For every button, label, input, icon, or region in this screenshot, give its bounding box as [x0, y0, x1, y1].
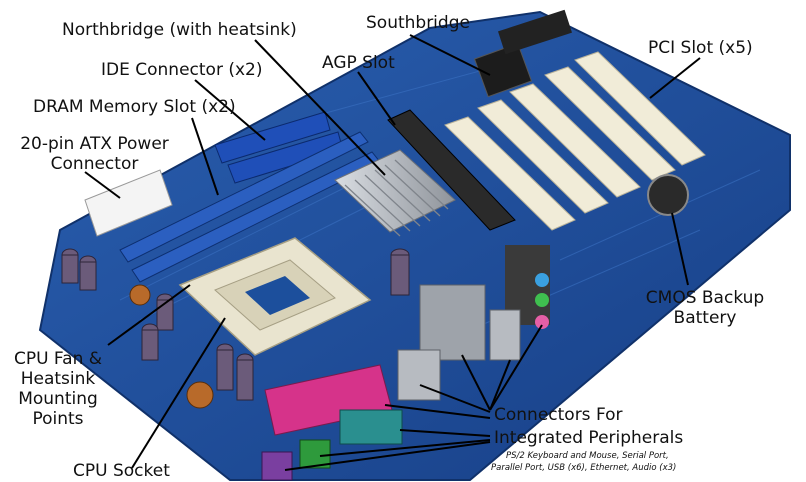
- pci-slots: [444, 51, 706, 231]
- label-fan-line1: CPU Fan &: [13, 349, 103, 369]
- label-cpu-socket: CPU Socket: [73, 461, 170, 481]
- pointer-cpu-socket: [131, 317, 226, 469]
- serial-port: [339, 409, 403, 445]
- label-fan-line3: Mounting: [18, 389, 98, 409]
- ethernet-port: [419, 284, 486, 361]
- northbridge-heatsink: [334, 149, 456, 237]
- pci-slot-4: [477, 99, 609, 214]
- periph-note-line2: Parallel Port, USB (x6), Ethernet, Audio…: [491, 463, 677, 473]
- pointer-pci: [649, 57, 701, 99]
- label-northbridge: Northbridge (with heatsink): [62, 20, 297, 40]
- label-atx-power-line1: 20-pin ATX Power: [20, 134, 169, 154]
- agp-slot: [387, 109, 516, 231]
- label-cmos-line2: Battery: [673, 308, 737, 328]
- ps2-keyboard-port: [261, 451, 293, 481]
- dram-slot-1: [119, 131, 369, 263]
- pointer-periph-ps2-mouse: [319, 439, 491, 457]
- label-cmos-battery: CMOS Backup Battery: [642, 288, 768, 328]
- atx-power-connector: [84, 169, 173, 237]
- pointer-fan: [107, 284, 191, 346]
- pointer-southbridge: [409, 34, 491, 76]
- pointer-northbridge: [254, 39, 386, 176]
- label-periph-line1: Connectors For: [494, 405, 623, 425]
- audio-jack-blue: [535, 273, 549, 287]
- pci-slot-3: [509, 83, 641, 198]
- ide-connector-1: [214, 111, 331, 164]
- pointer-periph-parallel: [384, 404, 491, 419]
- usb-stack-2: [397, 349, 441, 401]
- label-agp-slot: AGP Slot: [322, 53, 395, 73]
- label-atx-power-line2: Connector: [50, 154, 139, 174]
- pci-slot-2: [544, 66, 676, 181]
- label-periph-line2: Integrated Peripherals: [494, 428, 684, 448]
- usb-stack-1: [489, 309, 521, 361]
- audio-jack-green: [535, 293, 549, 307]
- pci-slot-5: [444, 116, 576, 231]
- ps2-mouse-port: [299, 439, 331, 469]
- label-dram-slot: DRAM Memory Slot (x2): [33, 97, 236, 117]
- pointer-periph-ps2-keyboard: [284, 441, 491, 471]
- cmos-battery: [647, 174, 689, 216]
- label-cmos-line1: CMOS Backup: [645, 288, 765, 308]
- pointer-periph-usb2: [419, 384, 491, 413]
- pointer-periph-usb1: [489, 359, 511, 411]
- top-header: [498, 9, 572, 55]
- pointer-periph-ethernet: [461, 354, 491, 411]
- pointer-dram: [191, 117, 219, 196]
- label-ide-connector: IDE Connector (x2): [101, 60, 263, 80]
- pointer-periph-audio: [489, 324, 543, 411]
- label-fan-line4: Points: [32, 409, 84, 429]
- label-cpu-fan-mounting: CPU Fan & Heatsink Mounting Points: [4, 349, 112, 429]
- cpu-socket: [178, 237, 372, 356]
- periph-note-line1: PS/2 Keyboard and Mouse, Serial Port,: [506, 451, 669, 461]
- pointer-ide: [194, 79, 266, 141]
- pointer-lines: [84, 34, 701, 471]
- audio-jack-pink: [535, 315, 549, 329]
- southbridge-chip: [473, 42, 533, 98]
- pointer-cmos: [671, 212, 689, 286]
- inductor-coil-2: [186, 381, 214, 409]
- label-pci-slot: PCI Slot (x5): [648, 38, 753, 58]
- capacitors: [61, 248, 410, 401]
- pointer-periph-serial: [399, 429, 491, 437]
- label-southbridge: Southbridge: [366, 13, 470, 33]
- inductor-coil-1: [129, 284, 151, 306]
- pointer-atx: [84, 171, 121, 199]
- pci-slot-1: [574, 51, 706, 166]
- label-fan-line2: Heatsink: [20, 369, 96, 389]
- label-atx-power: 20-pin ATX Power Connector: [2, 134, 187, 174]
- pointer-agp: [357, 71, 396, 126]
